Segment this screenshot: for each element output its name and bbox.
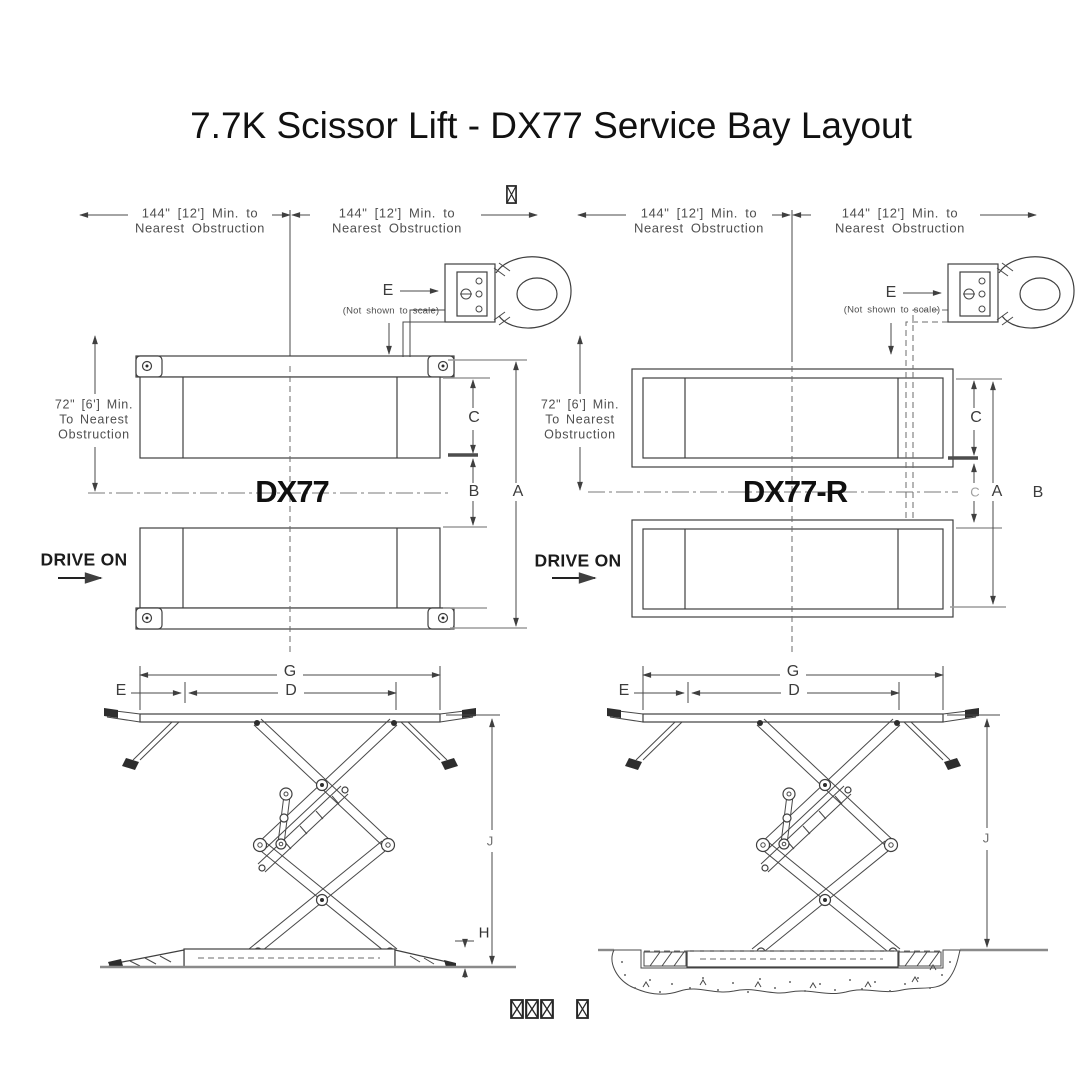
scissor-mechanism-right xyxy=(751,718,901,957)
missing-glyph-icon xyxy=(506,185,517,204)
side-view-recessed xyxy=(598,666,1048,995)
scissor-mechanism-left xyxy=(248,718,398,957)
missing-glyph-icon xyxy=(540,999,554,1019)
power-unit-console-left xyxy=(444,256,572,329)
missing-glyph-icon xyxy=(510,999,524,1019)
missing-glyph-icon xyxy=(576,999,589,1019)
power-unit-console-right xyxy=(947,256,1075,329)
plan-view-dx77 xyxy=(58,210,572,652)
side-view-surface xyxy=(100,666,516,978)
plan-view-dx77r xyxy=(552,210,1075,655)
missing-glyph-icon xyxy=(525,999,539,1019)
concrete-pit xyxy=(598,948,1048,995)
